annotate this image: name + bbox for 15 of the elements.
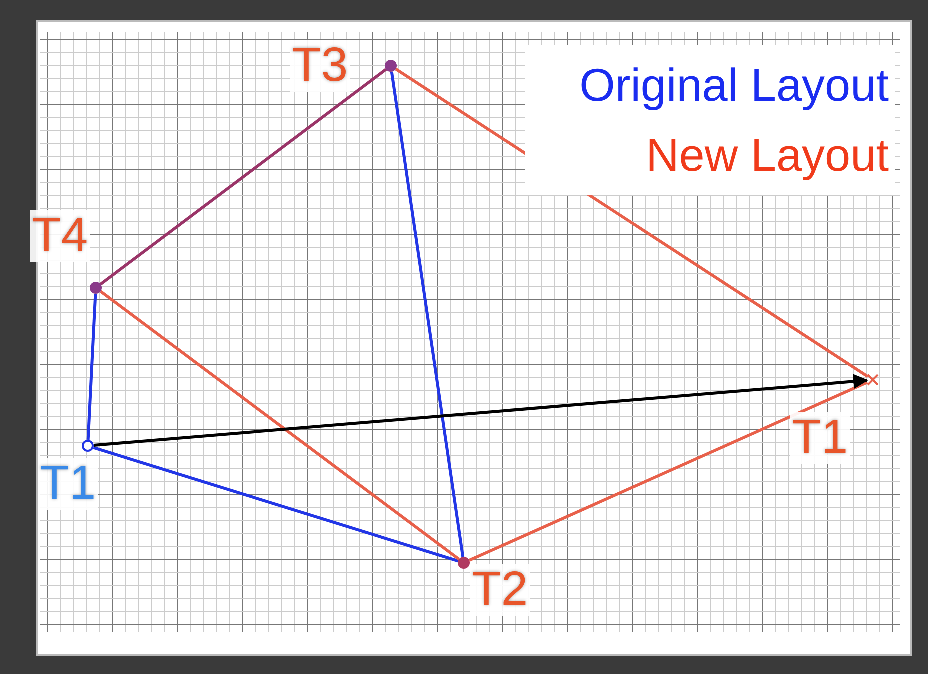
connector-line: [93, 446, 459, 563]
arrow: [94, 374, 869, 447]
connector-line: [100, 68, 388, 286]
cross-marker: [867, 374, 879, 386]
connector-line: [390, 72, 465, 558]
connector-line: [100, 290, 460, 561]
point-label: T1: [38, 458, 98, 510]
legend-entry: New Layout: [646, 129, 889, 181]
point-label: T4: [30, 210, 90, 262]
point-label: T3: [290, 40, 350, 92]
connector-line: [468, 381, 868, 562]
legend-entry: Original Layout: [580, 59, 889, 111]
point-label: T1: [790, 412, 850, 464]
point-label: T2: [470, 564, 530, 616]
connector-line: [86, 294, 98, 440]
